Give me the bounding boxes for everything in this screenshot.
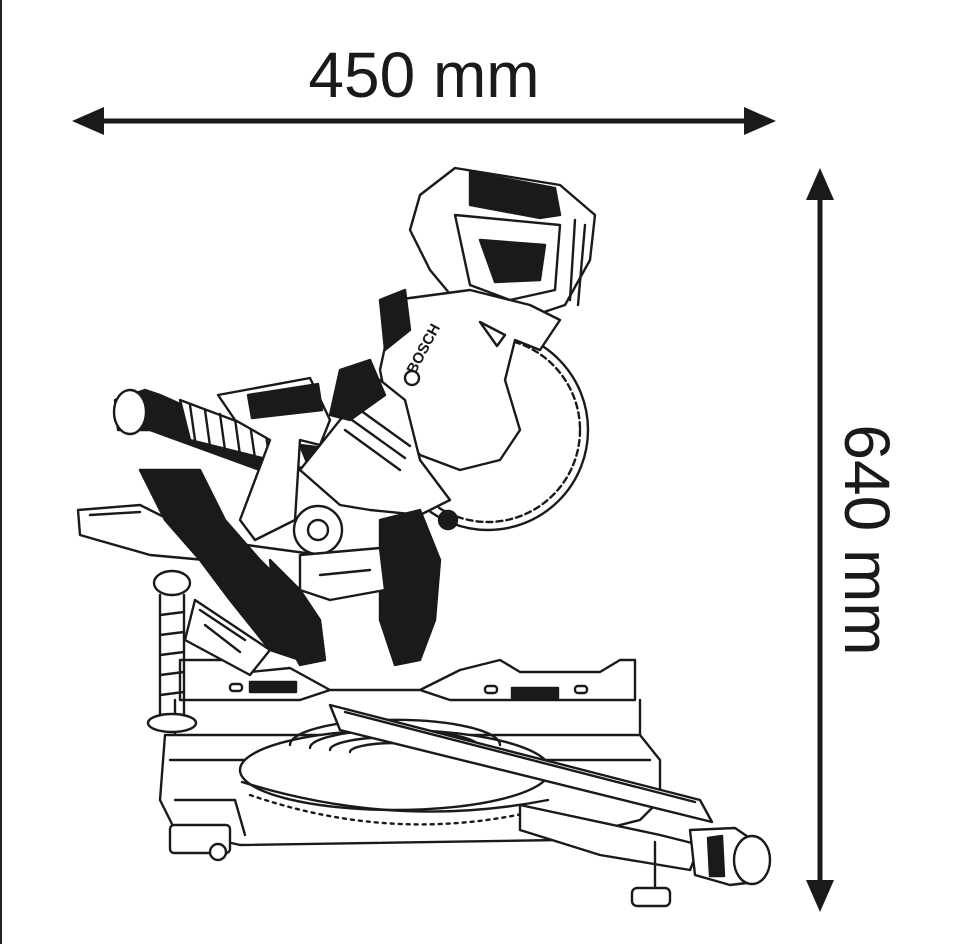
height-arrow-top bbox=[806, 168, 834, 200]
saw-head: BOSCH bbox=[216, 166, 597, 667]
width-dimension: 450 mm bbox=[72, 39, 776, 135]
saw-front-arm bbox=[328, 703, 772, 908]
height-dimension-label: 640 mm bbox=[831, 424, 903, 655]
width-arrow-right bbox=[744, 107, 776, 135]
width-arrow-left bbox=[72, 107, 104, 135]
saw-left-stop bbox=[146, 569, 198, 734]
width-dimension-label: 450 mm bbox=[308, 39, 539, 111]
miter-saw-illustration: BOSCH bbox=[76, 166, 772, 908]
height-arrow-bottom bbox=[806, 880, 834, 912]
height-dimension: 640 mm bbox=[806, 168, 903, 912]
